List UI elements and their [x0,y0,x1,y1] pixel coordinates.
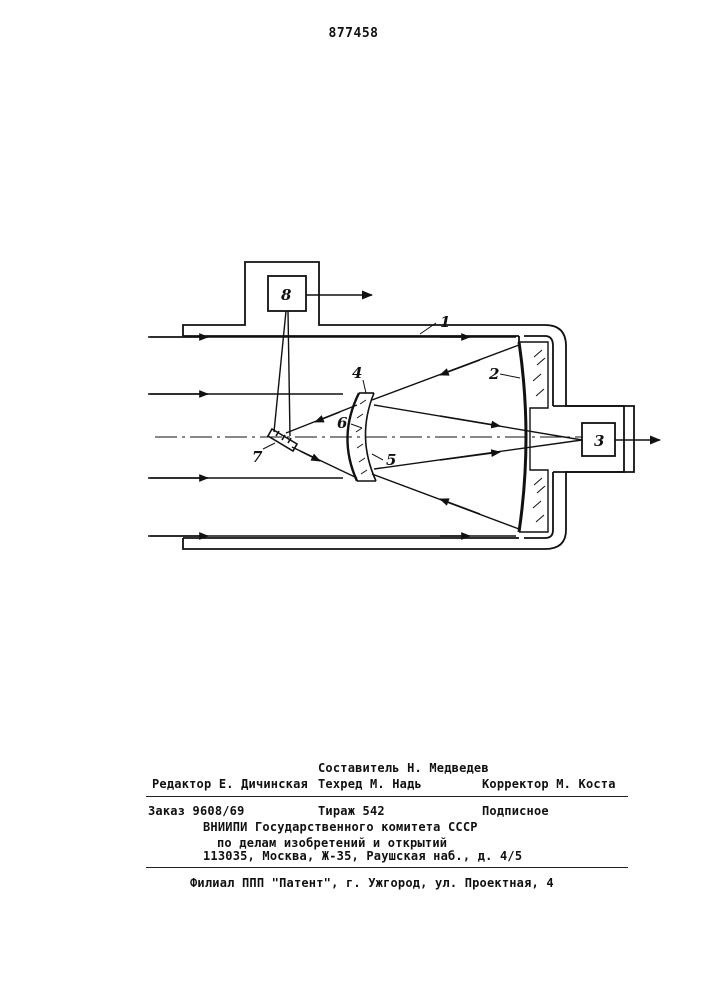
divider-bottom [146,867,628,868]
techred-line: Техред М. Надь [318,777,422,791]
editor-line: Редактор Е. Дичинская [152,777,308,791]
order-line: Заказ 9608/69 [148,804,245,818]
org-address: 113035, Москва, Ж-35, Раушская наб., д. … [203,849,522,863]
org-line-1: ВНИИПИ Государственного комитета СССР [203,820,478,834]
compiler-line: Составитель Н. Медведев [318,761,489,775]
branch-line: Филиал ППП "Патент", г. Ужгород, ул. Про… [190,876,554,890]
circulation-line: Тираж 542 [318,804,385,818]
subscription-line: Подписное [482,804,549,818]
corrector-line: Корректор М. Коста [482,777,616,791]
org-line-2: по делам изобретений и открытий [217,836,447,850]
divider-top [146,796,628,797]
